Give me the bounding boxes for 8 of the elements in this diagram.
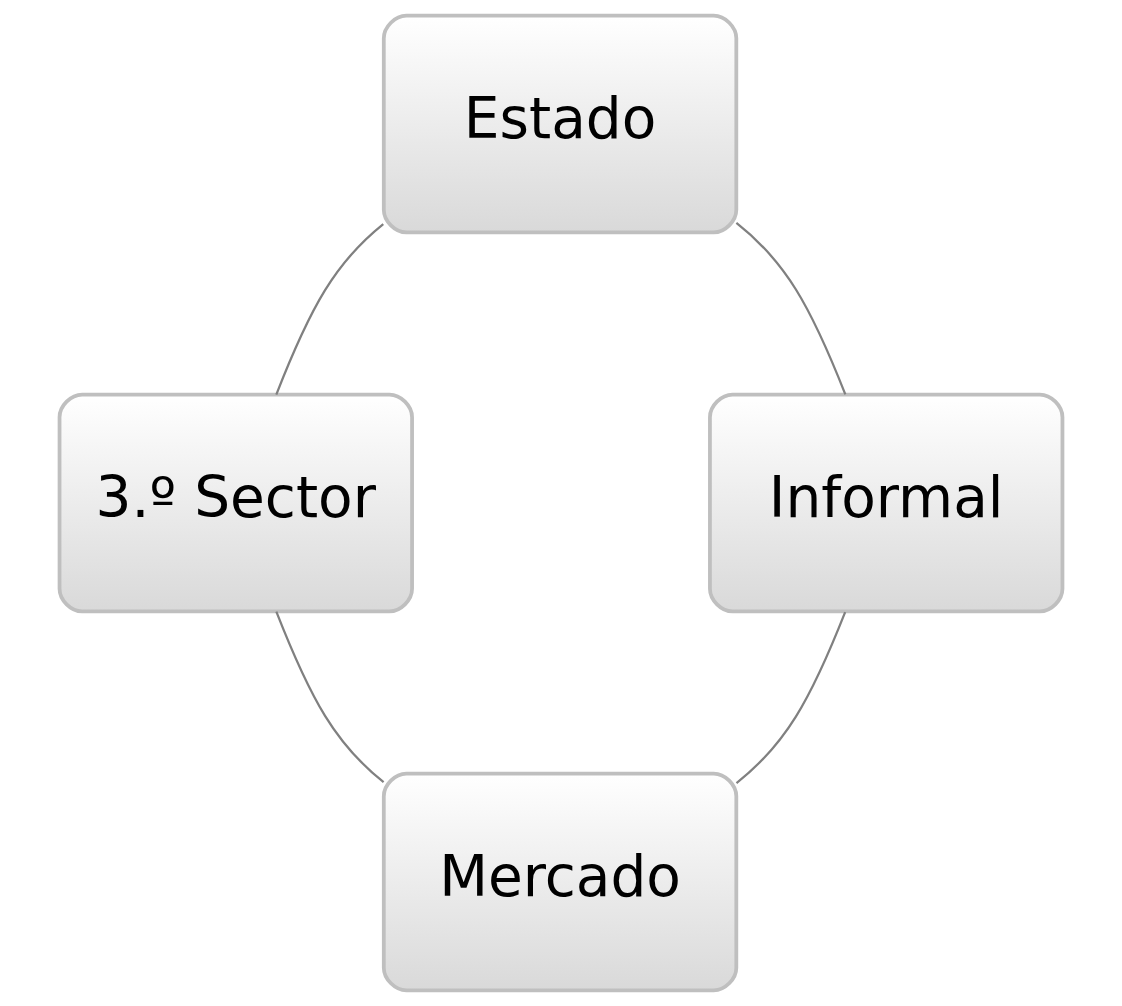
- node-box: 3.º Sector: [57, 392, 414, 614]
- node-box: Mercado: [381, 771, 739, 993]
- node-box: Estado: [381, 13, 739, 235]
- connector: [735, 222, 847, 395]
- node-box: Informal: [708, 392, 1065, 614]
- connector: [735, 611, 847, 784]
- connector: [275, 611, 385, 784]
- connector: [275, 223, 384, 395]
